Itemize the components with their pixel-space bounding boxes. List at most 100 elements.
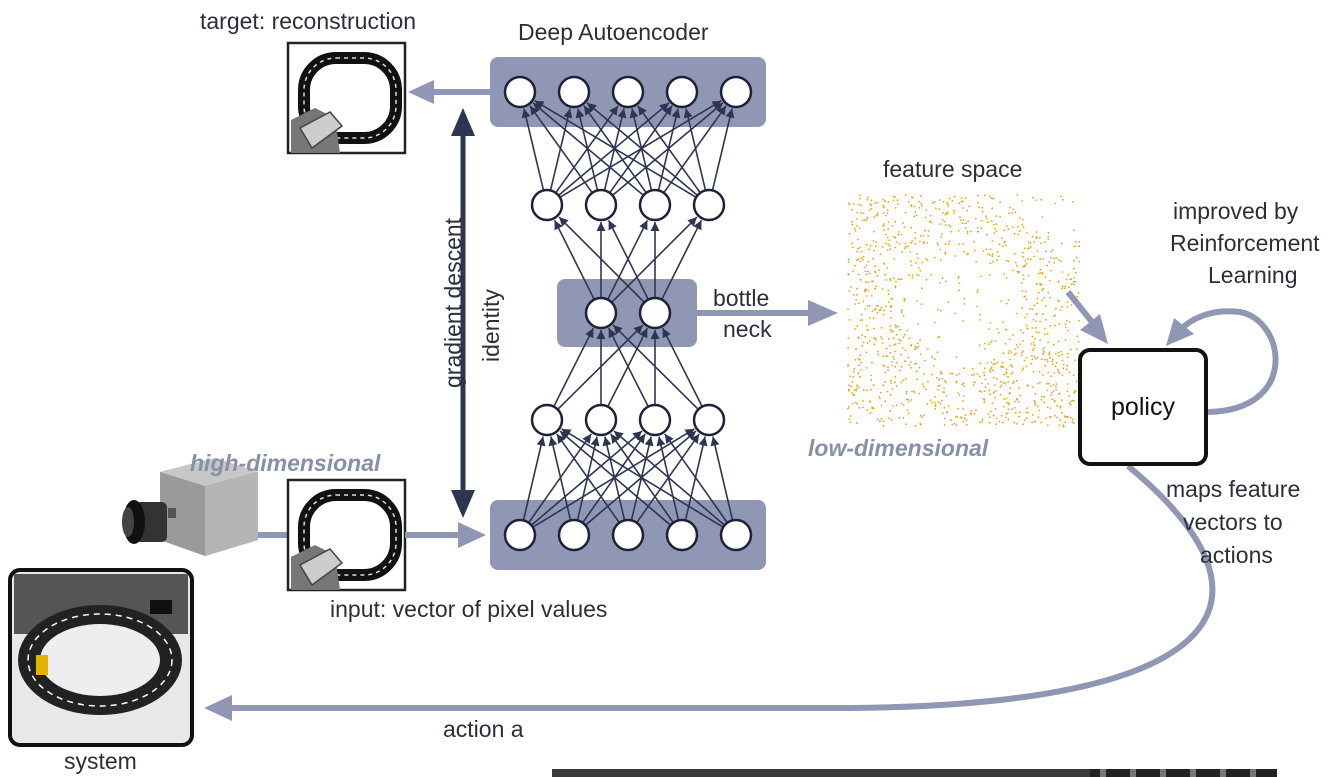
feature-point — [1009, 387, 1012, 390]
feature-point — [1020, 282, 1023, 284]
feature-point — [884, 371, 887, 374]
feature-point — [914, 348, 916, 351]
feature-point — [1041, 353, 1044, 355]
feature-point — [989, 371, 992, 373]
feature-point — [988, 369, 991, 372]
feature-point — [1066, 356, 1069, 359]
network-edge — [607, 327, 649, 407]
feature-point — [1048, 354, 1051, 356]
bottleneck-arrow — [697, 300, 838, 326]
feature-point — [947, 301, 950, 303]
feature-point — [884, 200, 887, 203]
feature-point — [991, 255, 994, 258]
network-edge-arrowhead — [639, 328, 648, 339]
feature-point — [861, 319, 864, 321]
feature-point — [1058, 354, 1060, 357]
feature-point — [973, 381, 975, 383]
neuron-node — [719, 518, 753, 552]
feature-point — [860, 212, 862, 214]
feature-point — [919, 240, 921, 243]
feature-point — [943, 387, 945, 389]
feature-point — [965, 419, 968, 422]
feature-point — [872, 257, 875, 260]
feature-point — [1074, 245, 1077, 248]
bottom-photo-strip — [552, 769, 1277, 777]
feature-point — [873, 309, 876, 311]
system-label: system — [64, 748, 137, 774]
feature-point — [902, 315, 905, 317]
feature-point — [1004, 342, 1007, 345]
network-edge — [661, 327, 703, 407]
feature-point — [1061, 305, 1063, 308]
feature-point — [1036, 405, 1039, 408]
feature-point — [1064, 287, 1066, 290]
feature-point — [1033, 241, 1036, 243]
feature-point — [887, 293, 890, 296]
feature-point — [978, 206, 980, 209]
feature-point — [874, 270, 876, 273]
feature-point — [1066, 365, 1069, 367]
feature-point — [1049, 269, 1052, 272]
feature-point — [1045, 417, 1048, 420]
feature-point — [977, 201, 979, 204]
feature-point — [855, 299, 857, 301]
feature-point — [884, 381, 886, 383]
feature-point — [957, 407, 960, 410]
feature-point — [859, 194, 861, 197]
feature-point — [991, 402, 994, 405]
feature-point — [878, 269, 880, 272]
feature-point — [870, 389, 872, 391]
feature-point — [1003, 272, 1005, 275]
feature-point — [859, 354, 862, 357]
feature-point — [856, 225, 858, 227]
feature-point — [976, 373, 979, 375]
feature-point — [932, 365, 935, 367]
feature-point — [1075, 380, 1078, 383]
feature-point — [873, 216, 875, 219]
feature-point — [900, 278, 903, 280]
feature-point — [895, 326, 897, 329]
feature-point — [963, 417, 966, 420]
feature-point — [883, 309, 885, 312]
reinforcement-label: Reinforcement — [1170, 230, 1320, 256]
feature-point — [944, 224, 947, 226]
feature-point — [858, 364, 860, 367]
feature-point — [1018, 411, 1021, 414]
feature-point — [1043, 395, 1045, 398]
network-edge-arrowhead — [629, 108, 639, 119]
feature-point — [1034, 403, 1037, 406]
feature-point — [1057, 370, 1060, 373]
feature-point — [907, 201, 910, 203]
feature-point — [894, 236, 897, 239]
feature-point — [909, 260, 912, 263]
feature-point — [1026, 232, 1028, 234]
network-edge-arrowhead — [725, 108, 735, 119]
feature-point — [905, 423, 908, 426]
feature-point — [873, 343, 876, 346]
target-label: target: reconstruction — [200, 8, 417, 34]
feature-point — [954, 255, 956, 257]
feature-point — [917, 274, 920, 276]
feature-point — [905, 392, 908, 395]
feature-point — [1047, 238, 1050, 241]
network-edge — [607, 327, 649, 407]
feature-point — [879, 253, 882, 256]
feature-point — [1007, 375, 1009, 378]
feature-point — [901, 347, 904, 349]
feature-point — [990, 361, 993, 364]
feature-point — [934, 408, 937, 410]
feature-point — [986, 362, 989, 364]
feature-point — [971, 374, 973, 377]
feature-point — [939, 223, 942, 226]
feature-point — [853, 393, 856, 396]
feature-point — [1007, 403, 1010, 406]
feature-point — [983, 374, 986, 377]
feature-point — [881, 288, 884, 290]
feature-point — [848, 290, 851, 292]
network-edge-arrowhead — [659, 102, 669, 113]
feature-point — [1047, 291, 1050, 294]
feature-point — [914, 363, 916, 365]
low-dimensional-label: low-dimensional — [808, 435, 989, 461]
feature-point — [983, 390, 986, 392]
feature-point — [910, 399, 913, 401]
